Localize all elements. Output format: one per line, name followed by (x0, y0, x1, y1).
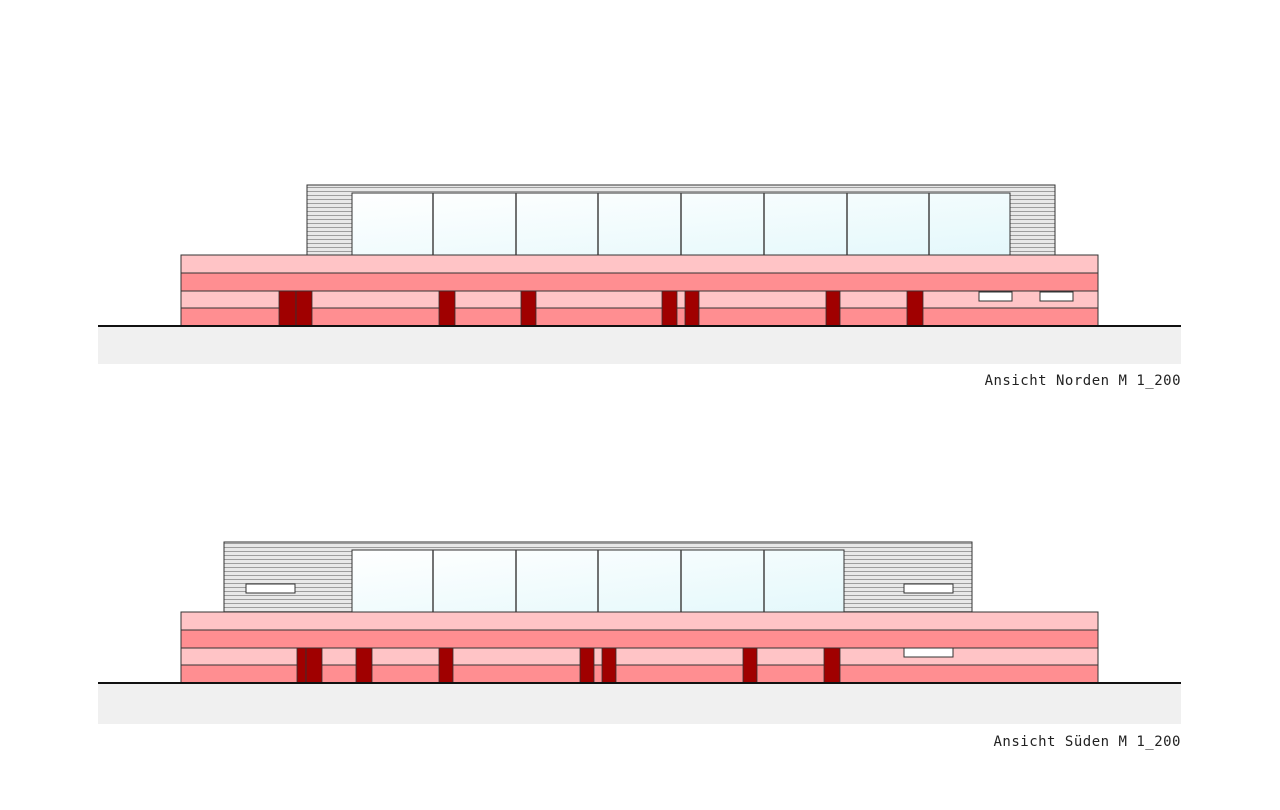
small-window (903, 583, 954, 594)
small-window (245, 583, 296, 594)
facade-band (180, 307, 1099, 327)
north-caption: Ansicht Norden M 1_200 (985, 373, 1181, 389)
door (355, 647, 373, 684)
upper-storey (306, 184, 1056, 256)
door (520, 290, 537, 327)
door (305, 647, 323, 684)
door (823, 647, 841, 684)
facade-band (180, 290, 1099, 309)
door (906, 290, 924, 327)
doors (296, 647, 841, 684)
south-elevation: Ansicht Süden M 1_200 (98, 541, 1181, 750)
door (438, 647, 454, 684)
door (825, 290, 841, 327)
facade-band (180, 272, 1099, 292)
south-caption: Ansicht Süden M 1_200 (993, 734, 1181, 750)
facade-band (180, 629, 1099, 649)
door (661, 290, 678, 327)
facade-band (180, 611, 1099, 631)
small-window (1039, 291, 1074, 302)
door (278, 290, 297, 327)
door (579, 647, 595, 684)
doors (278, 290, 924, 327)
ground-floor (180, 254, 1099, 327)
ground-strip (98, 683, 1181, 724)
door (684, 290, 700, 327)
door (296, 647, 307, 684)
door (295, 290, 313, 327)
upper-storey (223, 541, 973, 613)
ground-floor (180, 611, 1099, 684)
door (601, 647, 617, 684)
ground-strip (98, 326, 1181, 364)
north-elevation: Ansicht Norden M 1_200 (98, 184, 1181, 389)
door (438, 290, 456, 327)
door (742, 647, 758, 684)
small-window (978, 291, 1013, 302)
small-window (903, 647, 954, 658)
facade-band (180, 254, 1099, 274)
